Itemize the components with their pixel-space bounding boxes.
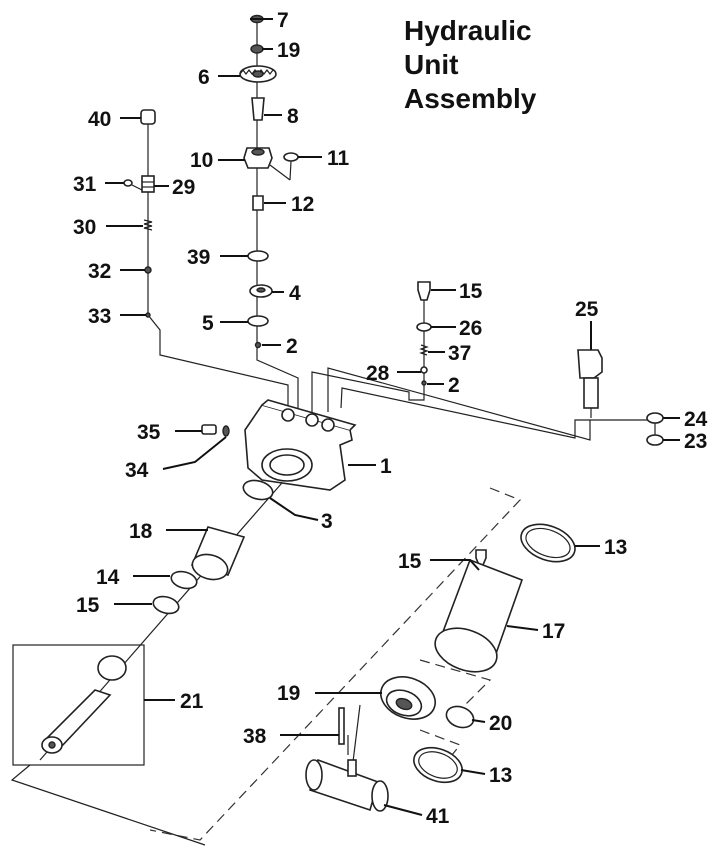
callout-30: 30	[73, 216, 96, 239]
title-line-1: Hydraulic	[404, 15, 532, 46]
callout-2: 2	[286, 335, 298, 358]
part-6-gear	[239, 65, 277, 83]
part-33-ball	[145, 312, 151, 318]
callout-14: 14	[96, 566, 120, 589]
callout-15: 15	[76, 594, 100, 617]
part-8-stem	[251, 97, 265, 121]
callout-17: 15	[459, 280, 483, 303]
part-11-oring	[283, 152, 299, 162]
callout-35: 35	[137, 421, 161, 444]
callout-23: 23	[684, 430, 707, 453]
callout-3: 3	[321, 510, 333, 533]
part-24-washer	[646, 412, 664, 424]
part-19-sleeve	[190, 526, 246, 581]
callout-4: 4	[289, 282, 301, 305]
callout-28: 28	[366, 362, 390, 385]
callout-18: 17	[542, 620, 565, 643]
callout-22: 21	[180, 690, 204, 713]
part-29-screw	[141, 175, 155, 193]
part-22-box	[12, 644, 145, 766]
callout-11: 11	[327, 147, 350, 170]
part-1-body	[244, 399, 357, 491]
callout-12: 12	[291, 193, 314, 216]
callout-6: 6	[198, 66, 210, 89]
part-26-ring	[416, 322, 432, 332]
callout-19: 18	[129, 520, 153, 543]
part-22-cartridge	[41, 655, 127, 754]
callout-labels: 7 19 6 8 10 11 12 39 4 5 2 40 31 29 30 3…	[73, 9, 708, 828]
callout-32: 32	[88, 260, 111, 283]
callout-26: 26	[459, 317, 482, 340]
callout-2-right: 2	[448, 374, 460, 397]
part-25-valve	[577, 349, 603, 418]
callout-8: 8	[287, 105, 299, 128]
part-41-piston	[305, 758, 389, 812]
callout-37: 37	[448, 342, 471, 365]
part-9-nut	[250, 44, 264, 54]
callout-7: 7	[277, 9, 289, 32]
callout-39: 39	[187, 246, 210, 269]
part-38-pin	[338, 707, 345, 745]
callout-9: 19	[277, 39, 300, 62]
part-31-ring	[123, 179, 133, 187]
callout-10: 10	[190, 149, 213, 172]
callout-40: 40	[88, 108, 111, 131]
callout-1: 1	[380, 455, 392, 478]
part-2-ball-right	[421, 380, 427, 386]
diagram-title: Hydraulic Unit Assembly	[404, 14, 536, 116]
part-17-plug-top	[417, 281, 431, 301]
callout-20: 19	[277, 682, 300, 705]
leader-lines	[105, 18, 680, 816]
part-13-seal-lower	[413, 746, 463, 784]
callout-41: 41	[426, 805, 450, 828]
part-34-washer	[222, 425, 230, 437]
callout-24: 24	[684, 408, 708, 431]
callout-38: 38	[243, 725, 267, 748]
part-23-washer	[646, 434, 664, 446]
part-3-oring	[242, 479, 274, 501]
part-2-ball	[254, 341, 262, 349]
part-39-ring	[247, 250, 269, 262]
part-5-ring	[247, 315, 269, 327]
callout-21: 20	[489, 712, 512, 735]
part-14-ring	[170, 570, 198, 590]
callout-13-lower: 13	[489, 764, 512, 787]
part-40-plug	[140, 109, 156, 125]
part-37-spring	[419, 344, 429, 356]
part-18-cylinder	[434, 558, 524, 673]
callout-31: 31	[73, 173, 97, 196]
part-13-seal-top	[520, 523, 576, 563]
callout-25: 25	[575, 298, 599, 321]
part-10-hex-nut	[243, 147, 273, 169]
part-20-gland	[380, 676, 436, 720]
part-21-ring	[445, 705, 475, 729]
title-line-3: Assembly	[404, 83, 537, 114]
callout-34: 34	[125, 459, 149, 482]
part-32-ball	[144, 266, 152, 274]
callout-29: 29	[172, 176, 195, 199]
title-line-2: Unit	[404, 49, 459, 80]
callout-33: 33	[88, 305, 111, 328]
part-12-fitting	[252, 195, 264, 211]
part-4-seat	[249, 284, 273, 298]
part-28-ball	[420, 366, 428, 374]
part-35-bolt	[201, 424, 217, 435]
parts	[12, 14, 664, 812]
callout-13-top: 13	[604, 536, 627, 559]
callout-5: 5	[202, 312, 214, 335]
part-15-ring	[152, 595, 180, 615]
callout-17-lower: 15	[398, 550, 422, 573]
part-30-spring	[143, 219, 153, 231]
